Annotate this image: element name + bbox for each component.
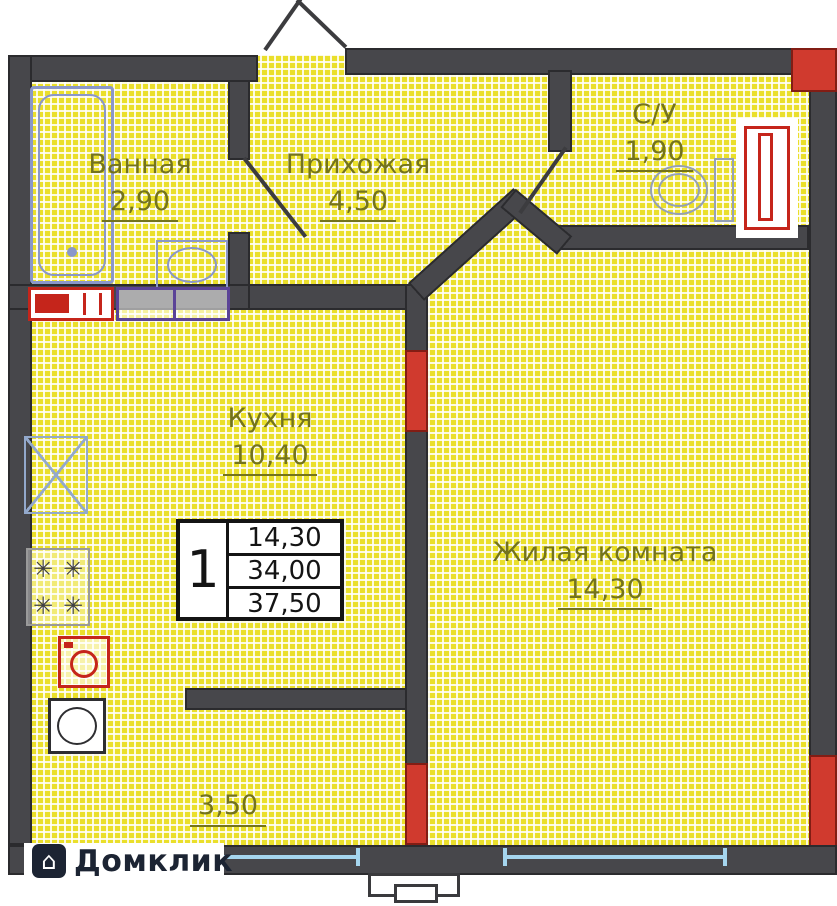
- radiator-fin: [99, 293, 102, 315]
- burner-icon: ✳: [62, 591, 84, 620]
- wall-right: [809, 48, 837, 847]
- wall-bathroom-divider-upper: [228, 80, 250, 160]
- window-tick-icon: [503, 848, 507, 866]
- wall-loggia-divider: [185, 688, 407, 710]
- room-area: 2,90: [101, 186, 179, 223]
- domclick-logo-icon: ⌂: [32, 844, 66, 878]
- room-name: Прихожая: [285, 149, 431, 180]
- wall-hall-bottom: [248, 284, 428, 310]
- legend-total-area: 37,50: [247, 589, 322, 619]
- radiator-bathroom-icon: [28, 287, 114, 321]
- window-tick-icon: [723, 848, 727, 866]
- kitchen-sink-bowl: [57, 707, 97, 745]
- window-right: [505, 855, 727, 859]
- legend-living-area: 14,30: [229, 523, 340, 556]
- burner-icon: ✳: [62, 554, 84, 583]
- window-tick-icon: [356, 848, 360, 866]
- washing-machine-icon: [58, 636, 110, 688]
- room-area: 1,90: [616, 136, 693, 173]
- room-name: Кухня: [227, 403, 313, 434]
- room-name: Жилая комната: [492, 537, 718, 568]
- wall-top-left: [8, 55, 258, 82]
- entry-door-leaf-icon: [263, 0, 303, 52]
- counter-divider: [173, 290, 176, 318]
- room-area: 4,50: [319, 186, 397, 223]
- kitchen-sink-icon: [48, 698, 106, 754]
- shaft-right-bottom: [809, 755, 837, 847]
- kitchen-cabinet-icon: [24, 436, 88, 514]
- bathtub-drain: [67, 247, 77, 257]
- burner-icon: ✳: [32, 554, 54, 583]
- radiator-wc-icon: [744, 126, 790, 230]
- toilet-tank: [714, 158, 734, 222]
- toilet-bowl-inner: [658, 173, 700, 207]
- bathtub-basin: [38, 94, 106, 276]
- room-name: Ванная: [88, 149, 192, 180]
- entry-door-leaf-icon: [295, 0, 348, 49]
- toilet-icon: [650, 158, 734, 224]
- washer-knob: [64, 642, 73, 648]
- entry-step-inner: [394, 884, 438, 903]
- room-label-living-room: Жилая комната 14,30: [480, 537, 730, 611]
- legend-values: 14,30 34,00 37,50: [229, 523, 340, 619]
- wall-bathroom-divider-lower: [228, 232, 250, 288]
- column-wall-mid: [405, 350, 428, 432]
- room-label-bathroom: Ванная 2,90: [65, 149, 215, 223]
- room-area: 3,50: [189, 791, 267, 827]
- watermark-text: Домклик: [74, 843, 234, 879]
- column-wall-bottom: [405, 763, 428, 845]
- room-area: 14,30: [558, 574, 652, 611]
- window-left: [95, 855, 360, 859]
- house-glyph: ⌂: [41, 847, 57, 875]
- legend-room-count: 1: [180, 523, 229, 617]
- bathtub-icon: [30, 86, 114, 284]
- washer-drum: [70, 649, 98, 678]
- stove-icon: ✳ ✳ ✳ ✳: [26, 548, 90, 626]
- room-label-loggia: 3,50: [168, 784, 288, 827]
- wall-wc-left: [548, 70, 572, 152]
- radiator-cell: [35, 294, 69, 313]
- bathroom-counter-icon: [116, 287, 230, 321]
- toilet-bowl: [650, 165, 708, 215]
- watermark: ⌂ Домклик: [32, 843, 233, 879]
- sink-bowl: [167, 247, 217, 283]
- legend-box: 1 14,30 34,00 37,50: [176, 519, 344, 621]
- room-label-hallway: Прихожая 4,50: [283, 149, 433, 223]
- radiator-bar: [758, 133, 773, 221]
- room-name: С/У: [632, 99, 677, 130]
- room-label-wc: С/У 1,90: [592, 99, 717, 173]
- room-label-kitchen: Кухня 10,40: [195, 403, 345, 477]
- room-area: 10,40: [223, 440, 317, 477]
- legend-apartment-area: 34,00: [229, 556, 340, 589]
- burner-icon: ✳: [32, 591, 54, 620]
- bathroom-sink-icon: [156, 240, 228, 290]
- radiator-fin: [83, 293, 86, 315]
- shaft-top-right: [791, 48, 837, 92]
